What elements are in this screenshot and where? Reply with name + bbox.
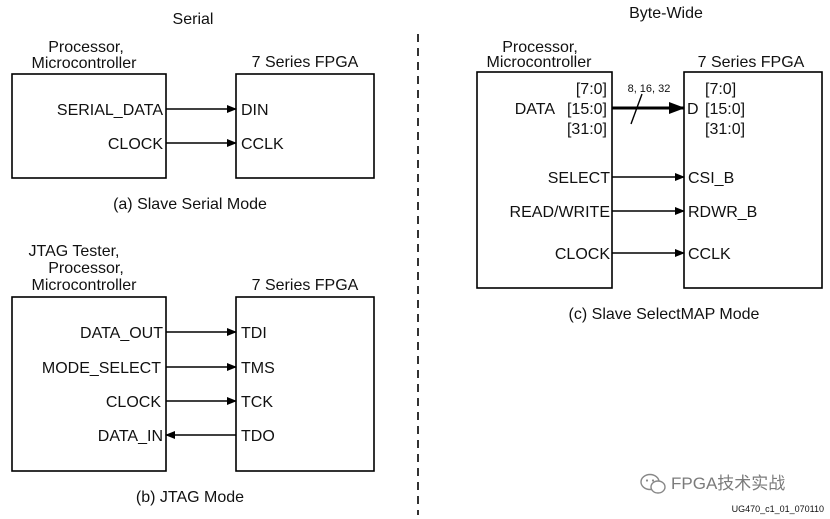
bus-slash: [630, 93, 643, 125]
selectmap-caption: (c) Slave SelectMAP Mode: [569, 306, 760, 323]
serial-clock-signal: CLOCK: [108, 136, 163, 153]
jtag-host-title-line3: Microcontroller: [32, 277, 138, 294]
selectmap-cclk-pin: CCLK: [688, 246, 731, 263]
fpga-data-pin: D: [687, 101, 699, 118]
selectmap-fpga-title: 7 Series FPGA: [698, 54, 805, 71]
serial-host-box: [11, 73, 167, 179]
selectmap-host-box: [476, 71, 613, 289]
csi-b-pin: CSI_B: [688, 170, 734, 187]
serial-fpga-box: [235, 73, 375, 179]
serial-heading: Serial: [173, 11, 214, 28]
rdwr-b-pin: RDWR_B: [688, 204, 757, 221]
din-pin: DIN: [241, 102, 269, 119]
tms-pin: TMS: [241, 360, 275, 377]
jtag-mode-select-signal: MODE_SELECT: [42, 360, 161, 377]
serial-host-title-line1: Processor,: [48, 39, 124, 56]
jtag-host-title-line1: JTAG Tester,: [29, 243, 120, 260]
host-width-32: [31:0]: [567, 121, 607, 138]
wechat-icon: [640, 473, 666, 494]
serial-host-title-line2: Microcontroller: [32, 55, 138, 72]
jtag-fpga-box: [235, 296, 375, 472]
serial-data-signal: SERIAL_DATA: [57, 102, 163, 119]
jtag-data-in-signal: DATA_IN: [98, 428, 163, 445]
selectmap-host-title-line2: Microcontroller: [487, 54, 593, 71]
cclk-pin: CCLK: [241, 136, 284, 153]
selectmap-fpga-box: [683, 71, 823, 289]
jtag-host-box: [11, 296, 167, 472]
host-clock-signal: CLOCK: [555, 246, 610, 263]
tdo-pin: TDO: [241, 428, 275, 445]
host-data-signal: DATA: [515, 101, 556, 118]
jtag-host-title-line2: Processor,: [48, 260, 124, 277]
serial-fpga-title: 7 Series FPGA: [252, 54, 359, 71]
selectmap-section: Processor, Microcontroller 7 Series FPGA…: [476, 39, 823, 323]
host-width-8: [7:0]: [576, 81, 607, 98]
jtag-data-out-signal: DATA_OUT: [80, 325, 163, 342]
serial-caption: (a) Slave Serial Mode: [113, 196, 267, 213]
watermark-text: FPGA技术实战: [671, 474, 785, 493]
host-read-write-signal: READ/WRITE: [510, 204, 610, 221]
host-select-signal: SELECT: [548, 170, 610, 187]
jtag-fpga-title: 7 Series FPGA: [252, 277, 359, 294]
figure-id: UG470_c1_01_070110: [732, 504, 824, 514]
fpga-width-8: [7:0]: [705, 81, 736, 98]
selectmap-host-title-line1: Processor,: [502, 39, 578, 56]
host-width-16: [15:0]: [567, 101, 607, 118]
jtag-caption: (b) JTAG Mode: [136, 489, 244, 506]
jtag-clock-signal: CLOCK: [106, 394, 161, 411]
watermark: FPGA技术实战: [640, 473, 785, 494]
bus-width-label: 8, 16, 32: [628, 83, 671, 95]
fpga-width-16: [15:0]: [705, 101, 745, 118]
fpga-width-32: [31:0]: [705, 121, 745, 138]
jtag-section: JTAG Tester, Processor, Microcontroller …: [11, 243, 375, 506]
byte-wide-heading: Byte-Wide: [629, 5, 703, 22]
tck-pin: TCK: [241, 394, 273, 411]
tdi-pin: TDI: [241, 325, 267, 342]
slave-serial-section: Processor, Microcontroller 7 Series FPGA…: [11, 39, 375, 213]
